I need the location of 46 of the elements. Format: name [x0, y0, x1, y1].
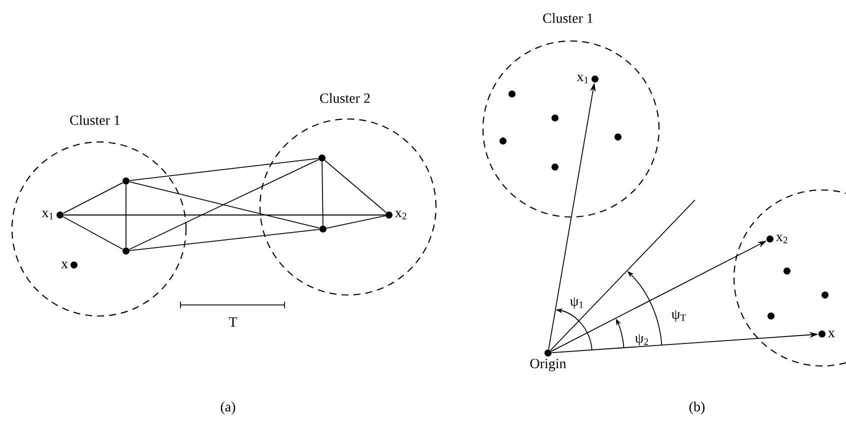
node-label: x [61, 262, 68, 268]
point [552, 164, 558, 170]
point: x$_{2}$ [766, 234, 788, 244]
text-label: (b) [689, 402, 705, 414]
line [128, 159, 320, 250]
line [322, 161, 324, 226]
point [508, 90, 516, 98]
point [122, 248, 130, 254]
text-label: ψ$_{T}$ [672, 310, 686, 322]
node-label: Cluster 1 [70, 115, 120, 125]
line [62, 216, 124, 250]
point: x$_{1}$ [42, 210, 64, 220]
line [326, 215, 386, 229]
line [129, 158, 319, 181]
line [129, 181, 320, 229]
point: x [818, 330, 835, 338]
line [129, 228, 320, 252]
text-label: ψ$_{2}$ [635, 334, 648, 346]
point [822, 291, 828, 298]
node-label: Cluster 2 [320, 93, 370, 103]
point: Origin [530, 349, 566, 372]
point: x$_{2}$ [386, 210, 406, 220]
point [320, 226, 326, 232]
point [784, 268, 790, 274]
node-label: Origin [530, 358, 566, 372]
line [62, 182, 124, 214]
node-label: x$_{1}$ [576, 74, 588, 84]
point [614, 133, 622, 140]
point: x [61, 261, 78, 268]
line [63, 214, 386, 216]
point [768, 312, 774, 320]
line [550, 200, 696, 351]
node-label: Cluster 1 [543, 13, 593, 23]
line [324, 160, 387, 214]
point [122, 178, 130, 184]
point [500, 138, 506, 144]
point [318, 154, 326, 162]
text-label: T [228, 317, 238, 327]
text-label: (a) [220, 402, 236, 414]
node-label: x$_{1}$ [42, 210, 54, 220]
point [552, 114, 558, 122]
node-label: x$_{2}$ [776, 234, 788, 244]
point: x$_{1}$ [576, 74, 598, 84]
node-label: x$_{2}$ [395, 210, 406, 220]
text-label: ψ$_{1}$ [570, 297, 583, 309]
node-label: x [828, 330, 835, 338]
